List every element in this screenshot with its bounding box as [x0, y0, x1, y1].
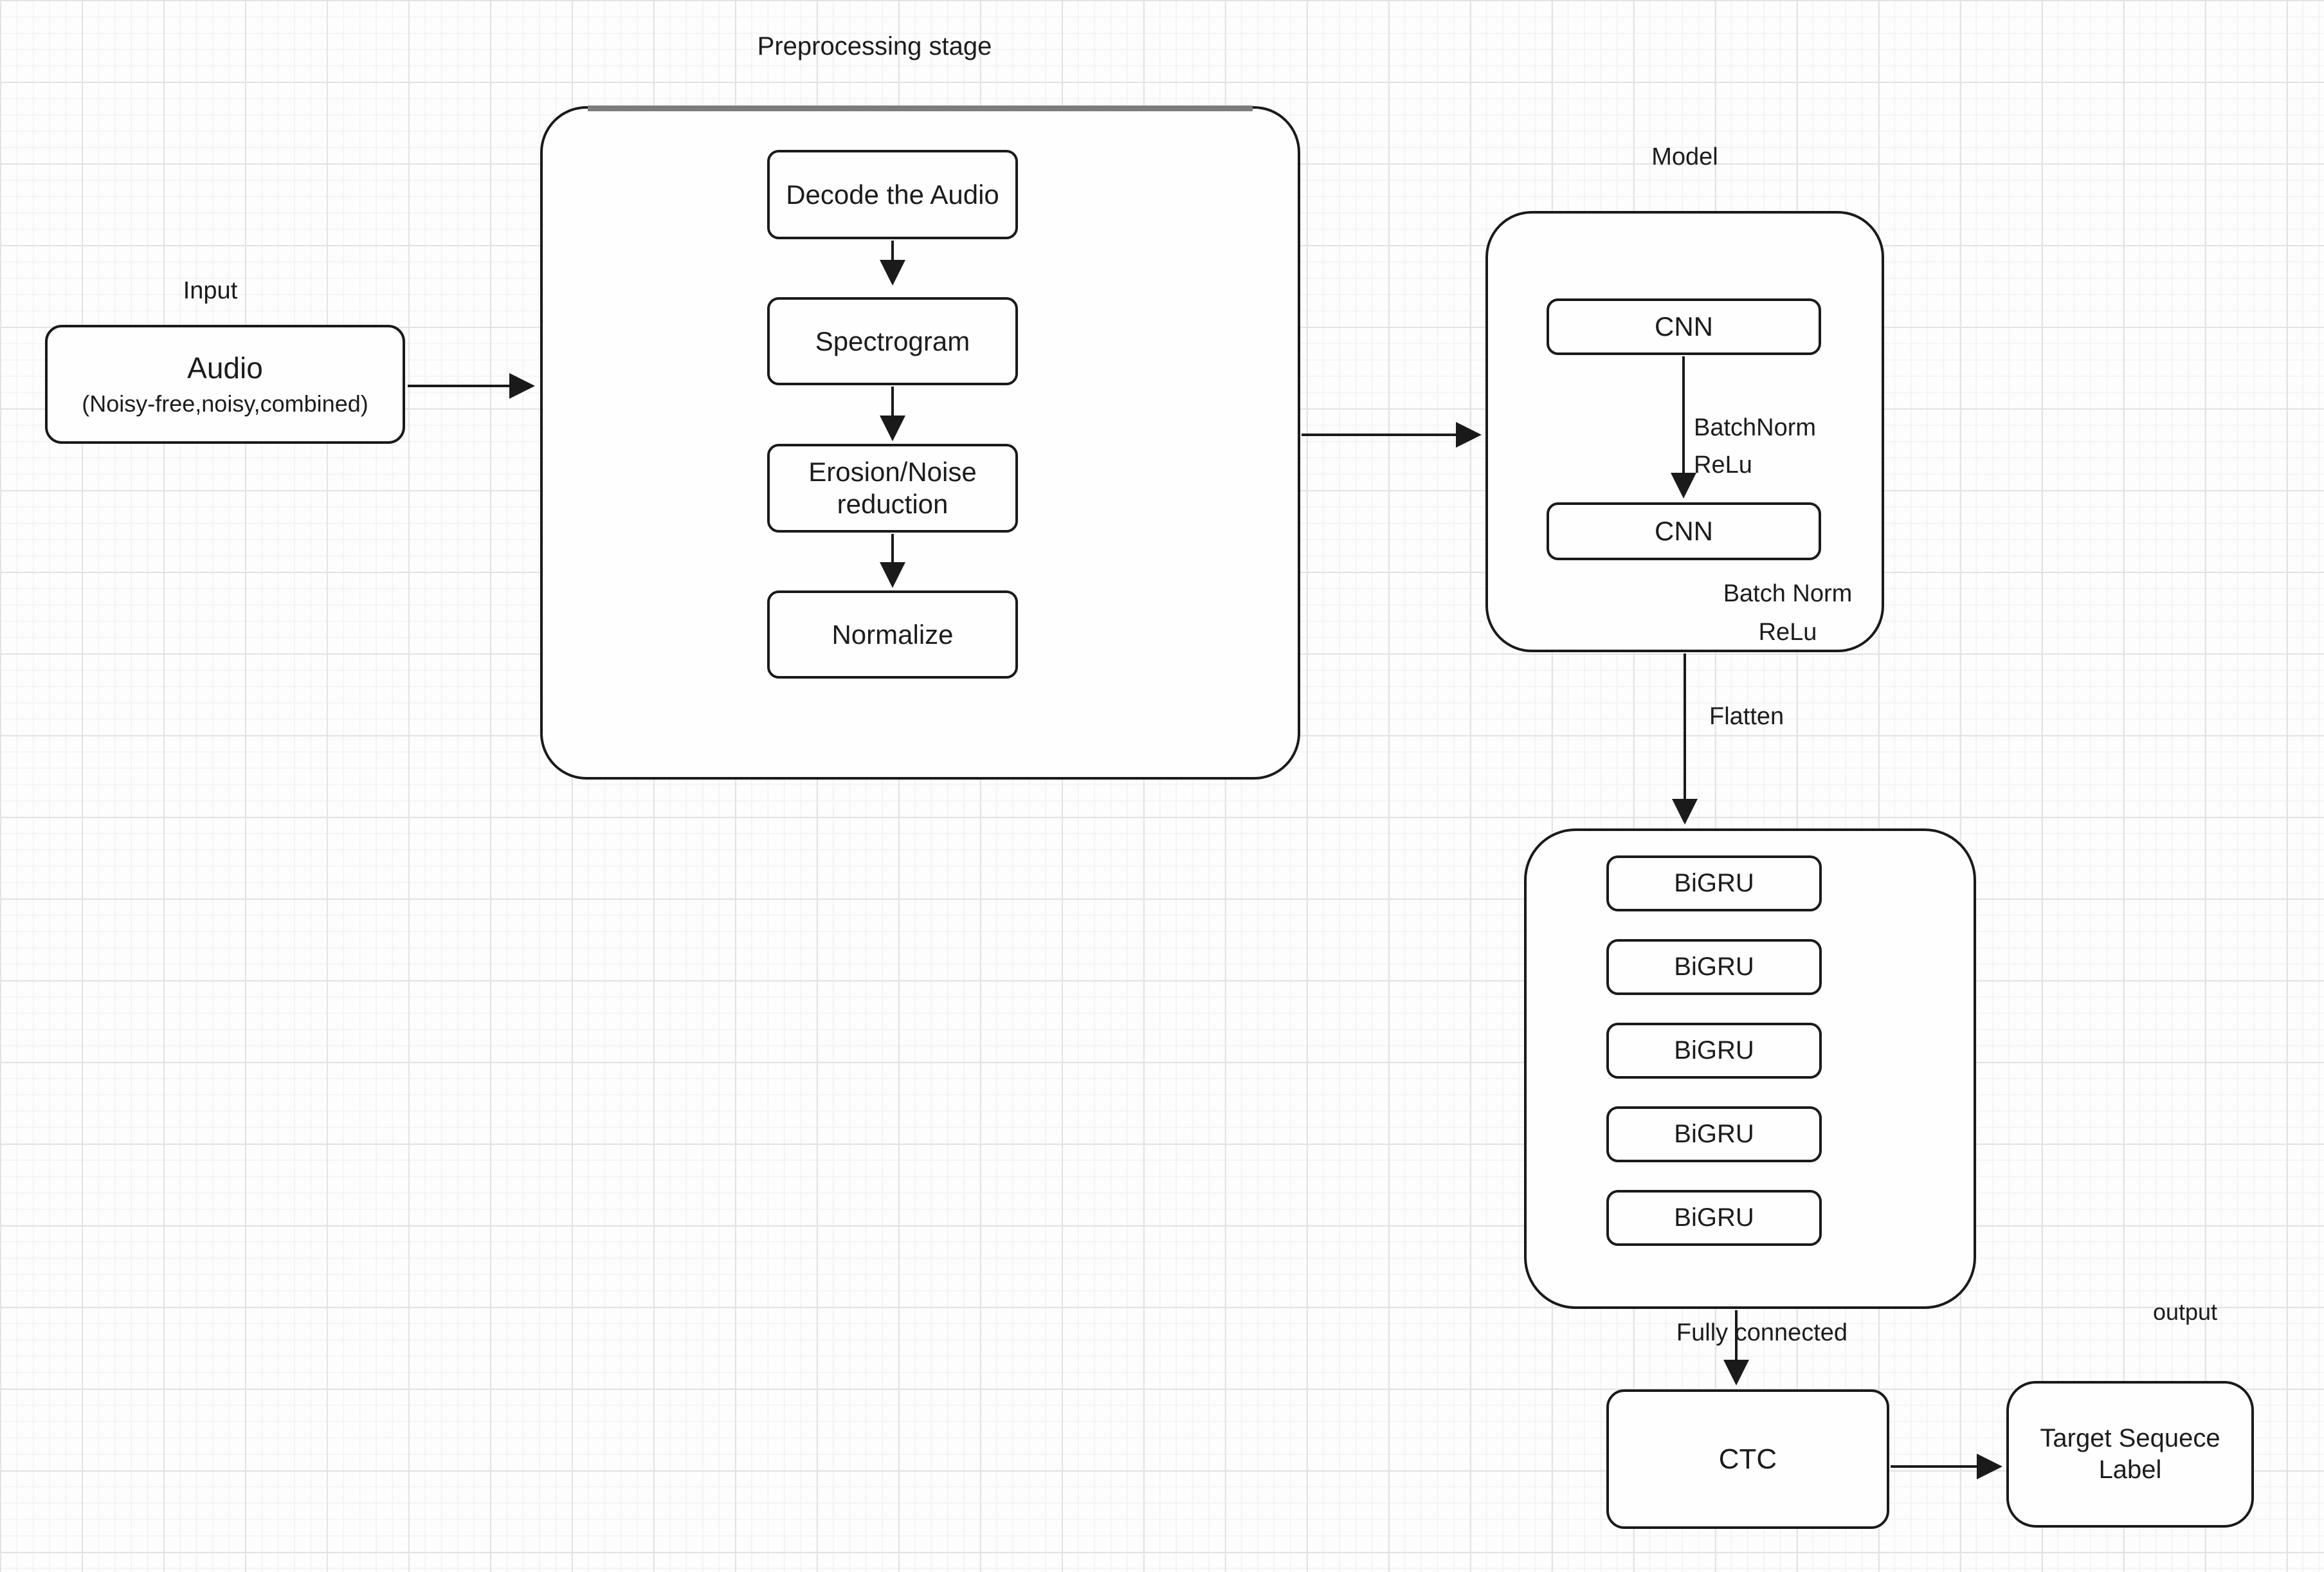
audio-title: Audio [187, 351, 263, 385]
node-bigru-5: BiGRU [1606, 1190, 1822, 1246]
node-decode-audio: Decode the Audio [767, 150, 1018, 239]
node-cnn-2: CNN [1547, 502, 1821, 560]
node-bigru-4: BiGRU [1606, 1106, 1822, 1162]
node-erosion-noise-reduction: Erosion/Noise reduction [767, 444, 1018, 533]
label-model: Model [1651, 143, 1718, 170]
node-normalize-label: Normalize [831, 619, 954, 650]
node-ctc: CTC [1606, 1389, 1889, 1529]
node-bigru-1-label: BiGRU [1674, 868, 1754, 897]
node-spectrogram: Spectrogram [767, 297, 1018, 385]
node-cnn-1: CNN [1547, 298, 1821, 355]
node-cnn-1-label: CNN [1655, 311, 1713, 342]
node-bigru-4-label: BiGRU [1674, 1119, 1754, 1148]
node-bigru-3-label: BiGRU [1674, 1036, 1754, 1065]
node-bigru-5-label: BiGRU [1674, 1203, 1754, 1232]
node-audio-input: Audio (Noisy-free,noisy,combined) [45, 325, 405, 444]
node-normalize: Normalize [767, 590, 1018, 679]
node-bigru-2: BiGRU [1606, 939, 1822, 995]
label-batchnorm-1: BatchNorm [1694, 414, 1817, 441]
node-erosion-noise-reduction-label: Erosion/Noise reduction [808, 457, 977, 519]
audio-subtitle: (Noisy-free,noisy,combined) [82, 390, 368, 417]
label-relu-1: ReLu [1694, 452, 1752, 479]
label-batchnorm-relu-1: BatchNorm ReLu [1694, 409, 1816, 484]
node-bigru-1: BiGRU [1606, 855, 1822, 911]
node-decode-audio-label: Decode the Audio [786, 179, 999, 210]
node-bigru-2-label: BiGRU [1674, 952, 1754, 981]
label-input: Input [183, 277, 238, 304]
label-batchnorm-2: Batch Norm [1723, 580, 1853, 607]
node-spectrogram-label: Spectrogram [815, 325, 970, 356]
node-cnn-2-label: CNN [1655, 516, 1713, 547]
label-batchnorm-relu-2: Batch Norm ReLu [1698, 574, 1878, 652]
preprocessing-container-top-line [588, 105, 1253, 111]
node-target-sequence-label: Target Sequece Label [2006, 1381, 2254, 1528]
node-bigru-3: BiGRU [1606, 1023, 1822, 1079]
label-output: output [2152, 1299, 2218, 1325]
label-preprocessing-stage: Preprocessing stage [757, 32, 992, 60]
model-container [1485, 211, 1884, 652]
label-fully-connected: Fully connected [1676, 1319, 1848, 1346]
label-relu-2: ReLu [1758, 619, 1817, 646]
node-ctc-label: CTC [1718, 1443, 1777, 1475]
node-target-sequence-label-text: Target Sequece Label [2040, 1424, 2220, 1484]
label-flatten: Flatten [1709, 703, 1784, 730]
